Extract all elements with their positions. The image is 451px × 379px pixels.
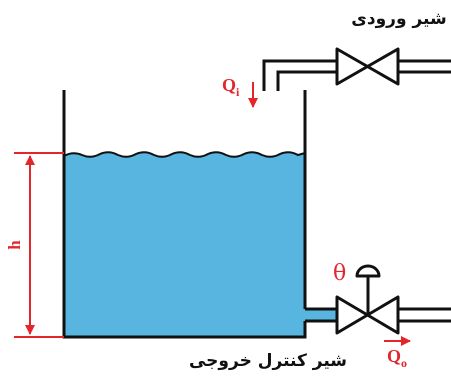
outlet-pipe-water: [305, 309, 337, 321]
inlet-valve-label: شیر ورودی: [351, 9, 446, 29]
outlet-control-valve-label: شیر کنترل خروجی: [189, 351, 347, 371]
tank-walls: [62, 90, 307, 339]
inlet-valve-symbol: [335, 47, 400, 86]
outlet-pipe: [305, 307, 451, 323]
level-dimension: [14, 152, 64, 338]
water-surface: [63, 151, 306, 158]
inlet-pipe: [262, 59, 451, 91]
outlet-control-valve-symbol: [335, 264, 400, 335]
outflow-label: Qo: [387, 346, 407, 370]
inflow-label: Qi: [222, 75, 240, 99]
water-fill: [64, 152, 305, 336]
level-label: h: [5, 240, 24, 250]
valve-opening-label: θ: [333, 261, 346, 286]
